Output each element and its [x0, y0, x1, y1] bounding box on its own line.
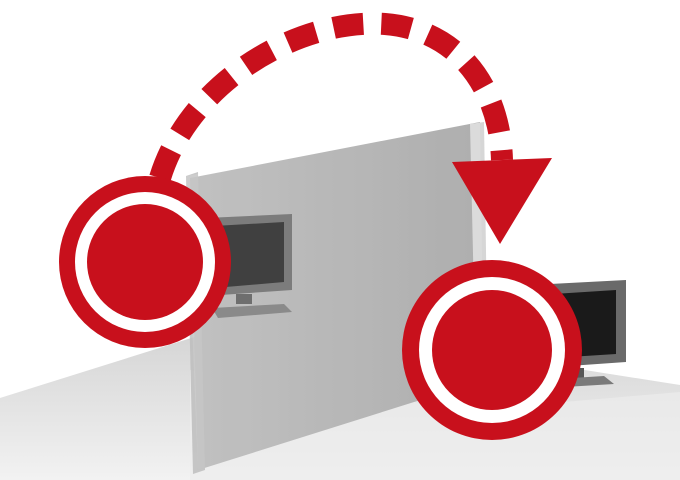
target-circle-icon: [402, 260, 582, 440]
target-circle-icon: [59, 176, 231, 348]
